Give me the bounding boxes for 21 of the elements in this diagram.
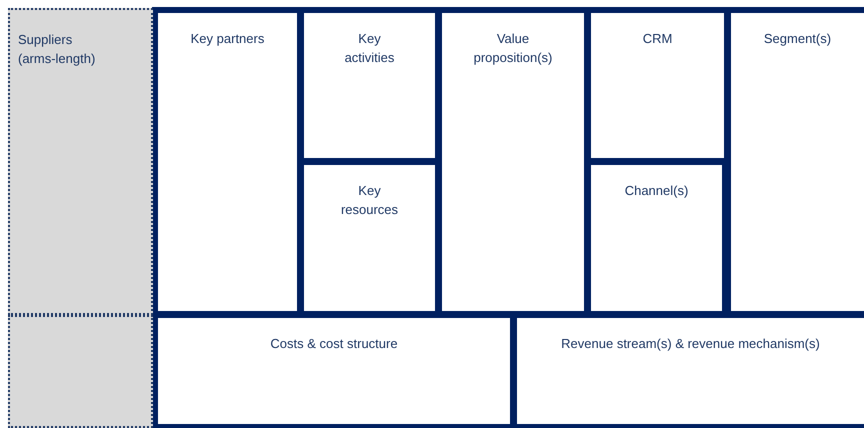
block-title: Channel(s) <box>624 182 690 200</box>
canvas-block <box>517 318 864 424</box>
canvas-block <box>731 13 864 311</box>
block-title: CRM <box>642 30 674 48</box>
canvas-block <box>591 165 722 311</box>
canvas-block <box>304 13 435 158</box>
block-title: Key partners <box>190 30 266 48</box>
empty-panel <box>8 315 153 428</box>
block-title: Revenue stream(s) & revenue mechanism(s) <box>560 335 821 353</box>
canvas-block <box>442 13 584 311</box>
block-title: Segment(s) <box>762 30 832 48</box>
supplier-panel <box>8 8 153 315</box>
canvas-block <box>158 318 510 424</box>
block-title: Suppliers (arms-length) <box>18 31 96 68</box>
block-title: Value proposition(s) <box>472 30 554 67</box>
canvas-block <box>304 165 435 311</box>
canvas-block <box>158 13 297 311</box>
canvas-block <box>591 13 724 158</box>
block-title: Key activities <box>344 30 396 67</box>
block-title: Costs & cost structure <box>269 335 399 353</box>
block-title: Key resources <box>340 182 400 219</box>
